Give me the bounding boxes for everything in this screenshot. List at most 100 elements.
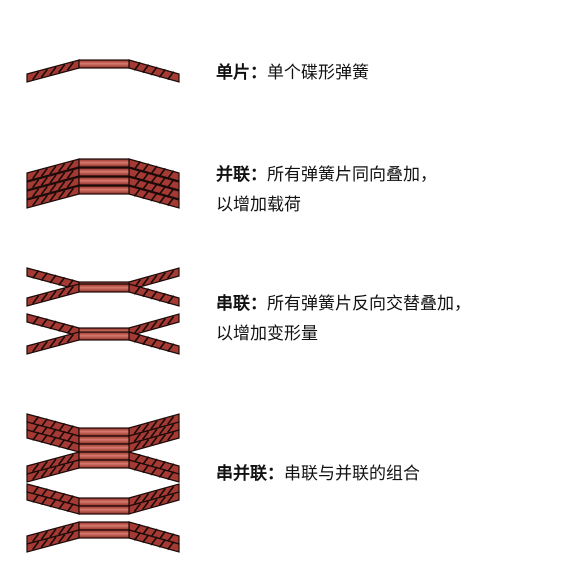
hatch-line [58, 526, 66, 536]
spring-flat [78, 185, 130, 195]
hatch-line [49, 274, 57, 284]
hatch-line [58, 163, 66, 173]
hatch-line [133, 333, 141, 343]
hatch-line [66, 285, 74, 295]
hatch-line [66, 433, 74, 443]
hatch-line [66, 503, 74, 513]
hatch-line [66, 523, 74, 533]
hatch-line [158, 167, 166, 177]
hatch-line [49, 436, 57, 446]
hatch-line [150, 490, 158, 500]
hatch-line [58, 181, 66, 191]
spring-combined-mid2-0 [26, 483, 180, 507]
hatch-line [142, 172, 150, 182]
hatch-line [133, 461, 141, 471]
hatch-line [58, 438, 66, 448]
hatch-line [142, 526, 150, 536]
hatch-line [158, 460, 166, 470]
hatch-line [49, 458, 57, 468]
hatch-line [133, 285, 141, 295]
hatch-line [58, 492, 66, 502]
hatch-line [40, 434, 48, 444]
hatch-line [167, 415, 175, 425]
hatch-line [58, 64, 66, 74]
hatch-line [142, 276, 150, 286]
hatch-line [167, 188, 175, 198]
hatch-line [32, 179, 40, 189]
hatch-line [158, 292, 166, 302]
hatch-line [66, 441, 74, 451]
hatch-line [167, 423, 175, 433]
hatch-line [32, 463, 40, 473]
hatch-line [133, 61, 141, 71]
hatch-line [142, 64, 150, 74]
hatch-line [158, 318, 166, 328]
hatch-line [49, 466, 57, 476]
spring-parallel-2 [26, 176, 180, 200]
hatch-line [49, 192, 57, 202]
hatch-line [150, 66, 158, 76]
hatch-line [150, 183, 158, 193]
hatch-line [167, 533, 175, 543]
hatch-line [158, 496, 166, 506]
hatch-line [32, 170, 40, 180]
hatch-line [49, 174, 57, 184]
spring-flat [78, 451, 130, 461]
hatch-line [32, 431, 40, 441]
hatch-line [167, 170, 175, 180]
spring-combined-bot-0 [26, 521, 180, 545]
hatch-line [150, 174, 158, 184]
hatch-line [150, 420, 158, 430]
hatch-line [66, 495, 74, 505]
hatch-line [150, 192, 158, 202]
hatch-line [150, 428, 158, 438]
spring-combined-bot-1 [26, 529, 180, 553]
hatch-line [32, 197, 40, 207]
hatch-line [40, 496, 48, 506]
hatch-line [66, 61, 74, 71]
hatch-line [133, 453, 141, 463]
term-single: 单片： [216, 63, 267, 83]
hatch-line [167, 431, 175, 441]
hatch-line [40, 318, 48, 328]
hatch-line [150, 274, 158, 284]
hatch-line [40, 292, 48, 302]
hatch-line [150, 466, 158, 476]
desc-series-parallel: 串联与并联的组合 [284, 464, 420, 484]
spring-flat [78, 435, 130, 445]
hatch-line [133, 425, 141, 435]
hatch-line [58, 322, 66, 332]
spring-flat [78, 158, 130, 168]
hatch-line [49, 428, 57, 438]
hatch-line [150, 458, 158, 468]
spring-parallel-3 [26, 185, 180, 209]
hatch-line [40, 272, 48, 282]
spring-flat [78, 283, 130, 293]
spring-flat [78, 459, 130, 469]
hatch-line [58, 276, 66, 286]
hatch-line [40, 538, 48, 548]
caption-parallel: 并联：所有弹簧片同向叠加， 以增加载荷 [216, 160, 437, 220]
hatch-line [150, 320, 158, 330]
hatch-line [167, 315, 175, 325]
hatch-line [32, 533, 40, 543]
hatch-line [58, 172, 66, 182]
spring-flat [78, 59, 130, 69]
spring-parallel-1 [26, 167, 180, 191]
hatch-line [49, 420, 57, 430]
desc-single: 单个碟形弹簧 [267, 63, 369, 83]
caption-series: 串联：所有弹簧片反向交替叠加， 以增加变形量 [216, 289, 471, 349]
hatch-line [142, 288, 150, 298]
hatch-line [66, 325, 74, 335]
hatch-line [142, 464, 150, 474]
spring-single [26, 59, 180, 83]
hatch-line [167, 179, 175, 189]
hatch-line [158, 68, 166, 78]
hatch-line [133, 187, 141, 197]
hatch-line [158, 194, 166, 204]
hatch-line [66, 160, 74, 170]
spring-parallel-0 [26, 158, 180, 182]
hatch-line [142, 500, 150, 510]
caption-single: 单片：单个碟形弹簧 [216, 58, 369, 88]
